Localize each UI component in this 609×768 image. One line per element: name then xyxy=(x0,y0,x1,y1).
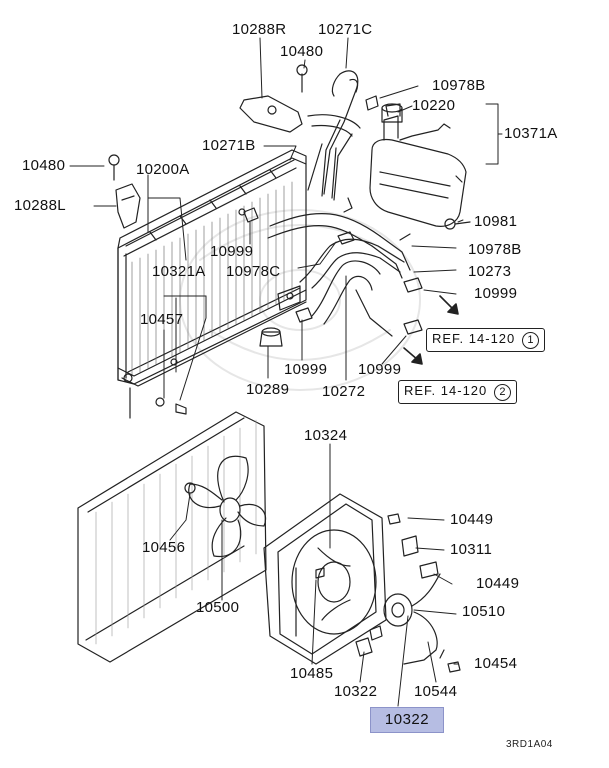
label-10978C: 10978C xyxy=(226,263,281,280)
leader-lines xyxy=(69,37,503,707)
label-10480-top: 10480 xyxy=(280,43,324,60)
label-10510: 10510 xyxy=(462,603,506,620)
diagram-code: 3RD1A04 xyxy=(506,739,553,750)
label-10978B-top: 10978B xyxy=(432,77,486,94)
label-10454: 10454 xyxy=(474,655,518,672)
label-10271B: 10271B xyxy=(202,137,256,154)
label-10272: 10272 xyxy=(322,383,366,400)
label-10200A: 10200A xyxy=(136,161,190,178)
nut-10456 xyxy=(184,482,196,494)
label-10324: 10324 xyxy=(304,427,348,444)
hose-10272 xyxy=(299,238,405,337)
motor-10510 xyxy=(383,573,441,665)
label-10999-b: 10999 xyxy=(474,285,518,302)
label-10999-a: 10999 xyxy=(210,243,254,260)
ref-arrows xyxy=(403,295,459,365)
label-10311: 10311 xyxy=(450,541,493,558)
label-10978B-bottom: 10978B xyxy=(468,241,522,258)
clamps xyxy=(155,197,471,415)
label-10500: 10500 xyxy=(196,599,240,616)
selected-part-label: 10322 xyxy=(384,711,430,728)
label-10322: 10322 xyxy=(334,683,378,700)
radiator xyxy=(117,149,307,419)
label-10456: 10456 xyxy=(142,539,186,556)
label-10449-a: 10449 xyxy=(450,511,494,528)
reservoir-tank xyxy=(369,103,467,227)
hose-10271C xyxy=(307,70,359,199)
label-10220: 10220 xyxy=(412,97,456,114)
label-10371A: 10371A xyxy=(504,125,558,142)
bracket-left xyxy=(108,154,141,229)
ref-box-1-number: 1 xyxy=(521,332,539,349)
label-10273: 10273 xyxy=(468,263,512,280)
label-10457: 10457 xyxy=(140,311,184,328)
hose-10271B xyxy=(307,114,361,201)
bracket-right xyxy=(239,64,308,133)
label-10271C: 10271C xyxy=(318,21,373,38)
plug-10289 xyxy=(259,327,283,347)
ref-box-2-number: 2 xyxy=(493,384,511,401)
label-10289: 10289 xyxy=(246,381,290,398)
label-10999-d: 10999 xyxy=(358,361,402,378)
ref-box-2[interactable]: REF. 14-120 2 xyxy=(398,380,517,404)
selected-part-highlight[interactable]: 10322 xyxy=(370,707,444,733)
ref-box-1[interactable]: REF. 14-120 1 xyxy=(426,328,545,352)
ref-box-2-text: REF. 14-120 xyxy=(404,383,488,398)
label-10288L: 10288L xyxy=(14,197,66,214)
small-parts xyxy=(315,513,461,673)
label-10449-b: 10449 xyxy=(476,575,520,592)
fan-blade xyxy=(188,455,267,558)
ref-box-1-text: REF. 14-120 xyxy=(432,331,516,346)
cap-10220 xyxy=(365,95,403,123)
label-10288R: 10288R xyxy=(232,21,287,38)
fan-shroud xyxy=(263,493,387,665)
label-10981: 10981 xyxy=(474,213,518,230)
hose-10273 xyxy=(267,213,411,279)
label-10999-c: 10999 xyxy=(284,361,328,378)
label-10544: 10544 xyxy=(414,683,458,700)
label-10480-left: 10480 xyxy=(22,157,66,174)
label-10485: 10485 xyxy=(290,665,334,682)
label-10321A: 10321A xyxy=(152,263,206,280)
